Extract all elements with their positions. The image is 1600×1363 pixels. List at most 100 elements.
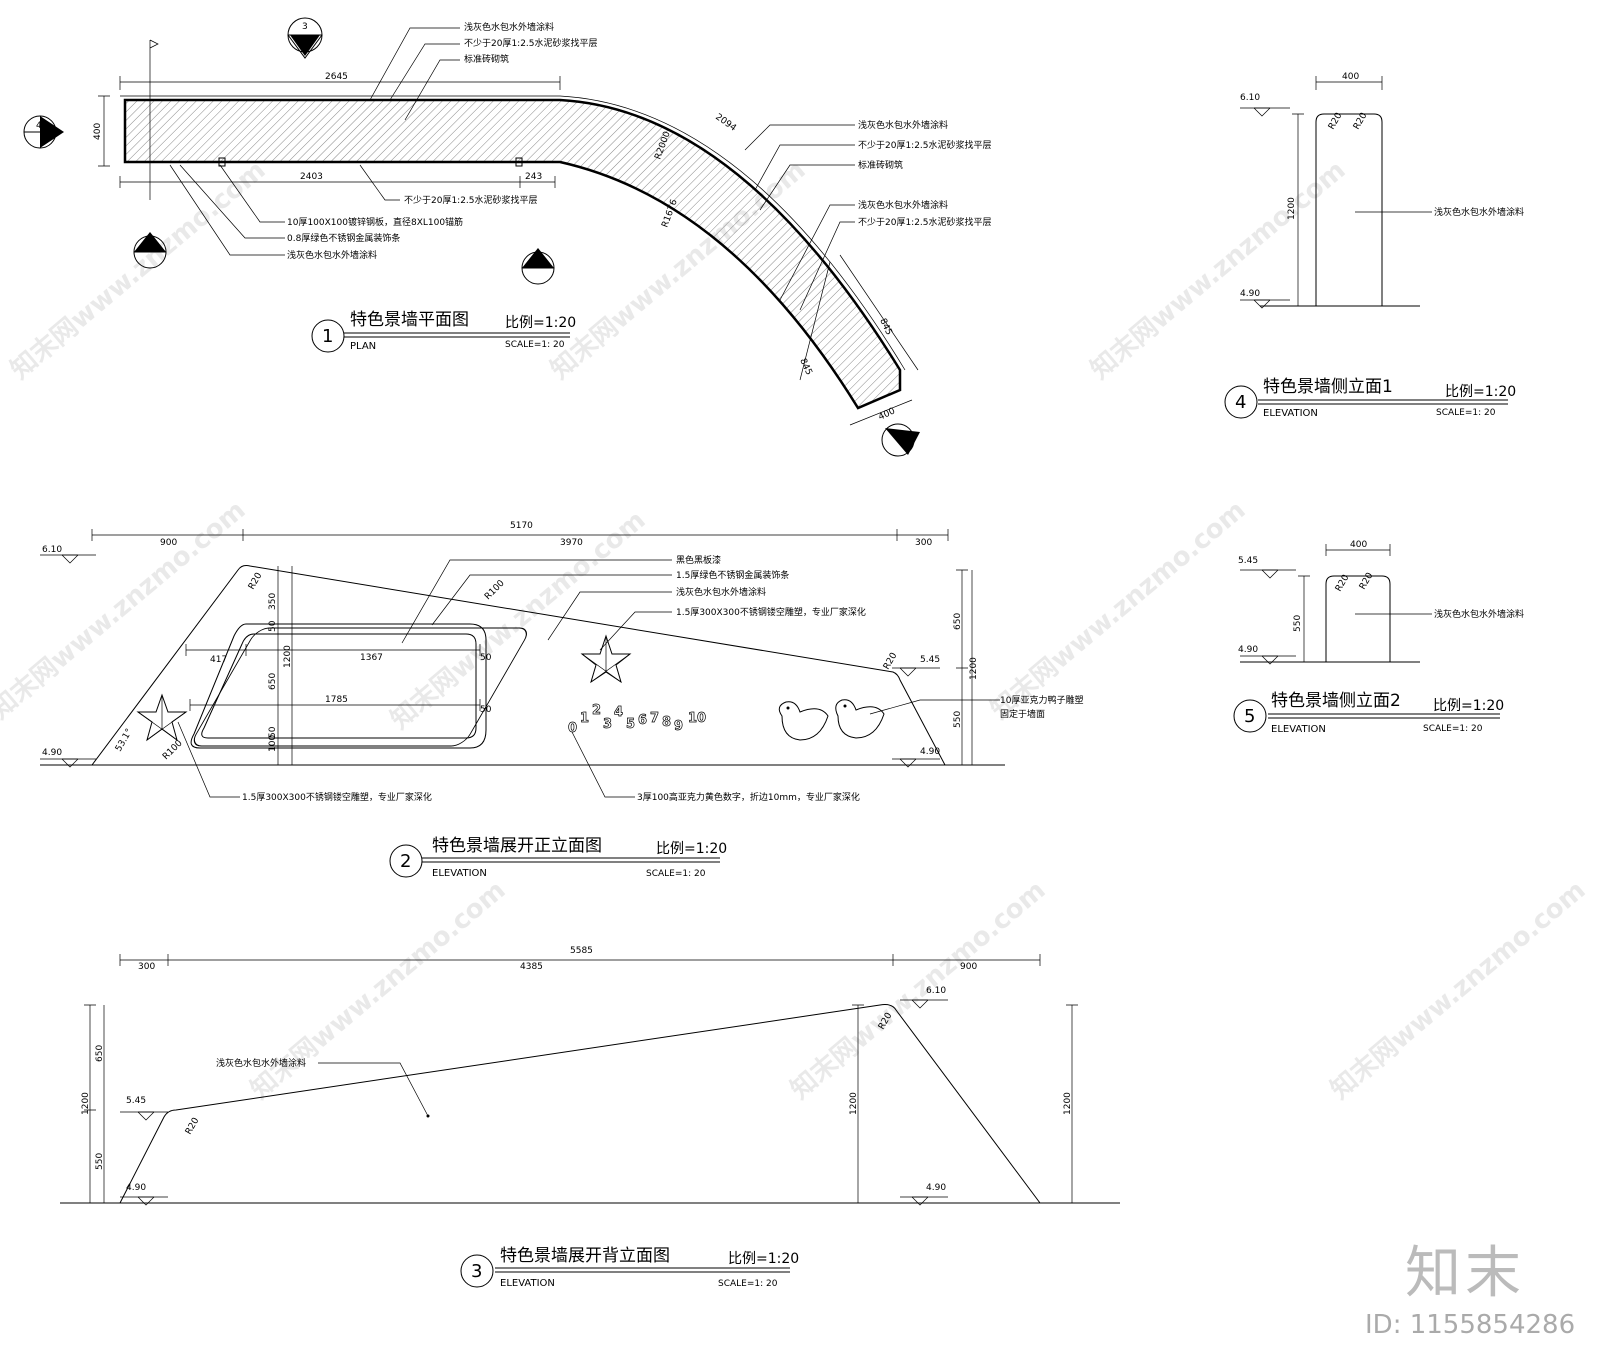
svg-text:650: 650 xyxy=(268,673,278,690)
svg-text:特色景墙展开正立面图: 特色景墙展开正立面图 xyxy=(432,836,602,856)
svg-text:300: 300 xyxy=(138,962,155,972)
side2-title: 5 特色景墙侧立面2 比例=1:20 ELEVATION SCALE=1: 20 xyxy=(1233,691,1504,735)
svg-text:R20: R20 xyxy=(247,571,265,592)
svg-text:243: 243 xyxy=(525,172,542,182)
svg-text:7: 7 xyxy=(650,711,659,726)
side-elevation-1: 400 1200 6.10 4.90 R20 R20 浅灰色水包水外墙涂料 4 … xyxy=(1224,72,1524,419)
svg-text:900: 900 xyxy=(160,538,177,548)
svg-text:3: 3 xyxy=(603,717,612,732)
svg-text:浅灰色水包水外墙涂料: 浅灰色水包水外墙涂料 xyxy=(464,21,554,33)
svg-text:比例=1:20: 比例=1:20 xyxy=(1445,384,1516,400)
acrylic-digits: 0 1 2 3 4 5 6 7 8 9 10 xyxy=(568,703,707,737)
svg-text:SCALE=1: 20: SCALE=1: 20 xyxy=(505,340,565,350)
plan-title: 1 特色景墙平面图 比例=1:20 PLAN SCALE=1: 20 xyxy=(311,310,576,353)
blackboard xyxy=(193,627,527,747)
svg-text:50: 50 xyxy=(268,726,278,738)
svg-text:知末网www.znzmo.com: 知末网www.znzmo.com xyxy=(5,155,271,385)
resource-id: ID: 1155854286 xyxy=(1365,1310,1576,1340)
svg-text:5: 5 xyxy=(893,430,899,440)
svg-text:2: 2 xyxy=(400,851,411,872)
svg-text:固定于墙面: 固定于墙面 xyxy=(1000,708,1045,720)
svg-text:4: 4 xyxy=(1235,392,1246,413)
svg-text:350: 350 xyxy=(268,593,278,610)
svg-text:5.45: 5.45 xyxy=(126,1096,146,1106)
svg-text:R100: R100 xyxy=(161,738,185,762)
brand-logo: 知末 xyxy=(1405,1241,1525,1306)
svg-text:特色景墙侧立面1: 特色景墙侧立面1 xyxy=(1263,377,1393,397)
svg-text:5.45: 5.45 xyxy=(1238,556,1258,566)
side1-title: 4 特色景墙侧立面1 比例=1:20 ELEVATION SCALE=1: 20 xyxy=(1224,377,1516,419)
svg-text:不少于20厚1:2.5水泥砂浆找平层: 不少于20厚1:2.5水泥砂浆找平层 xyxy=(858,139,992,151)
svg-text:6.10: 6.10 xyxy=(926,986,946,996)
svg-text:浅灰色水包水外墙涂料: 浅灰色水包水外墙涂料 xyxy=(216,1057,306,1069)
svg-text:300: 300 xyxy=(915,538,932,548)
svg-text:10: 10 xyxy=(688,711,706,726)
svg-text:1200: 1200 xyxy=(849,1092,859,1115)
svg-text:特色景墙侧立面2: 特色景墙侧立面2 xyxy=(1271,691,1401,711)
svg-text:0: 0 xyxy=(568,721,577,736)
svg-text:4.90: 4.90 xyxy=(920,747,940,757)
svg-text:650: 650 xyxy=(95,1045,105,1062)
svg-text:ELEVATION: ELEVATION xyxy=(1271,724,1326,735)
svg-text:浅灰色水包水外墙涂料: 浅灰色水包水外墙涂料 xyxy=(676,586,766,598)
svg-text:R20: R20 xyxy=(882,651,900,672)
svg-text:ELEVATION: ELEVATION xyxy=(1263,408,1318,419)
svg-text:不少于20厚1:2.5水泥砂浆找平层: 不少于20厚1:2.5水泥砂浆找平层 xyxy=(464,37,598,49)
svg-text:特色景墙展开背立面图: 特色景墙展开背立面图 xyxy=(500,1246,670,1266)
svg-text:比例=1:20: 比例=1:20 xyxy=(1433,698,1504,714)
svg-text:浅灰色水包水外墙涂料: 浅灰色水包水外墙涂料 xyxy=(858,199,948,211)
svg-text:知末网www.znzmo.com: 知末网www.znzmo.com xyxy=(1325,875,1591,1105)
svg-text:R20: R20 xyxy=(184,1116,202,1137)
svg-text:2: 2 xyxy=(592,703,601,718)
section-marker-5: 5 xyxy=(881,423,920,457)
svg-text:845: 845 xyxy=(877,317,893,337)
svg-text:50: 50 xyxy=(480,705,492,715)
svg-text:2094: 2094 xyxy=(713,112,738,133)
svg-text:不少于20厚1:2.5水泥砂浆找平层: 不少于20厚1:2.5水泥砂浆找平层 xyxy=(858,216,992,228)
svg-text:1.5厚300X300不锈钢镂空雕塑，专业厂家深化: 1.5厚300X300不锈钢镂空雕塑，专业厂家深化 xyxy=(676,606,866,618)
section-marker-2b: 2 xyxy=(521,248,555,285)
front-elevation: 5170 900 3970 300 6.10 4.90 5.45 4.90 65… xyxy=(40,521,1083,879)
svg-text:6: 6 xyxy=(638,713,647,728)
svg-text:5.45: 5.45 xyxy=(920,655,940,665)
svg-text:比例=1:20: 比例=1:20 xyxy=(728,1251,799,1267)
svg-text:1200: 1200 xyxy=(1287,197,1297,220)
svg-text:知末网www.znzmo.com: 知末网www.znzmo.com xyxy=(785,875,1051,1105)
svg-text:SCALE=1: 20: SCALE=1: 20 xyxy=(1423,724,1483,734)
svg-text:4385: 4385 xyxy=(520,962,543,972)
svg-text:1200: 1200 xyxy=(1063,1092,1073,1115)
svg-text:0.8厚绿色不锈钢金属装饰条: 0.8厚绿色不锈钢金属装饰条 xyxy=(287,232,400,244)
svg-text:R20: R20 xyxy=(1358,571,1376,592)
svg-text:6.10: 6.10 xyxy=(1240,93,1260,103)
svg-text:比例=1:20: 比例=1:20 xyxy=(656,841,727,857)
svg-text:100: 100 xyxy=(268,735,278,752)
svg-text:400: 400 xyxy=(93,123,103,140)
side-elevation-2: 400 550 5.45 4.90 R20 R20 浅灰色水包水外墙涂料 5 特… xyxy=(1233,540,1524,735)
svg-text:SCALE=1: 20: SCALE=1: 20 xyxy=(646,869,706,879)
svg-text:浅灰色水包水外墙涂料: 浅灰色水包水外墙涂料 xyxy=(1434,206,1524,218)
svg-text:550: 550 xyxy=(953,711,963,728)
svg-text:2645: 2645 xyxy=(325,72,348,82)
svg-text:400: 400 xyxy=(877,406,897,422)
section-marker-3: 3 xyxy=(287,17,323,59)
svg-text:5170: 5170 xyxy=(510,521,533,531)
svg-text:417: 417 xyxy=(210,655,227,665)
svg-text:4: 4 xyxy=(614,705,623,720)
svg-text:3厚100高亚克力黄色数字，折边10mm，专业厂家深化: 3厚100高亚克力黄色数字，折边10mm，专业厂家深化 xyxy=(637,791,860,803)
plan-view: 2645 2403 243 400 2094 R2000 R1676 845 8… xyxy=(23,17,992,457)
svg-text:3970: 3970 xyxy=(560,538,583,548)
duck-sculptures xyxy=(778,699,885,741)
front-title: 2 特色景墙展开正立面图 比例=1:20 ELEVATION SCALE=1: … xyxy=(389,836,727,879)
section-marker-2a: 2 xyxy=(133,232,167,269)
svg-text:50: 50 xyxy=(268,620,278,632)
svg-text:9: 9 xyxy=(674,719,683,734)
plan-wall-body xyxy=(123,98,902,410)
svg-text:1.5厚300X300不锈钢镂空雕塑，专业厂家深化: 1.5厚300X300不锈钢镂空雕塑，专业厂家深化 xyxy=(242,791,432,803)
svg-text:400: 400 xyxy=(1350,540,1367,550)
svg-text:4.90: 4.90 xyxy=(42,748,62,758)
svg-text:浅灰色水包水外墙涂料: 浅灰色水包水外墙涂料 xyxy=(858,119,948,131)
svg-text:1200: 1200 xyxy=(283,645,293,668)
svg-text:2: 2 xyxy=(146,240,152,250)
svg-text:1200: 1200 xyxy=(969,657,979,680)
